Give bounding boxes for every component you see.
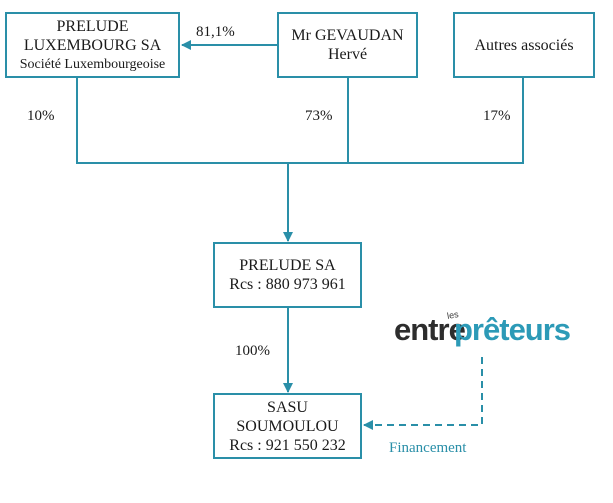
box-line: Autres associés xyxy=(474,36,574,54)
box-line: Rcs : 921 550 232 xyxy=(229,436,346,454)
box-line: SASU xyxy=(267,398,308,416)
box-line: SOUMOULOU xyxy=(236,417,339,435)
box-gevaudan: Mr GEVAUDAN Hervé xyxy=(277,12,418,78)
logo-part2: prêteurs xyxy=(454,312,571,347)
box-line: PRELUDE xyxy=(56,17,129,35)
box-line: Hervé xyxy=(327,46,368,63)
box-line: PRELUDE SA xyxy=(239,257,336,274)
box-prelude-luxembourg: PRELUDE LUXEMBOURG SA Société Luxembourg… xyxy=(5,12,180,78)
box-line: Mr GEVAUDAN xyxy=(291,27,404,44)
arrow-financement xyxy=(363,357,483,430)
pct-prelude-to-sasu: 100% xyxy=(235,343,270,359)
pct-lux: 10% xyxy=(27,108,55,124)
financement-label: Financement xyxy=(389,440,467,456)
box-autres-associes: Autres associés xyxy=(453,12,595,78)
pct-autres: 17% xyxy=(483,108,511,124)
box-line: Rcs : 880 973 961 xyxy=(229,276,346,293)
box-sasu-soumoulou: SASU SOUMOULOU Rcs : 921 550 232 xyxy=(213,393,362,459)
entrepreteurs-logo: les entre prêteurs xyxy=(394,309,574,347)
box-line: Société Luxembourgeoise xyxy=(19,56,166,72)
pct-gevaudan: 73% xyxy=(305,108,333,124)
pct-gevaudan-to-lux: 81,1% xyxy=(196,24,235,40)
box-line: LUXEMBOURG SA xyxy=(23,36,162,54)
logo-part1: entre xyxy=(394,312,466,347)
box-prelude-sa: PRELUDE SA Rcs : 880 973 961 xyxy=(213,242,362,308)
